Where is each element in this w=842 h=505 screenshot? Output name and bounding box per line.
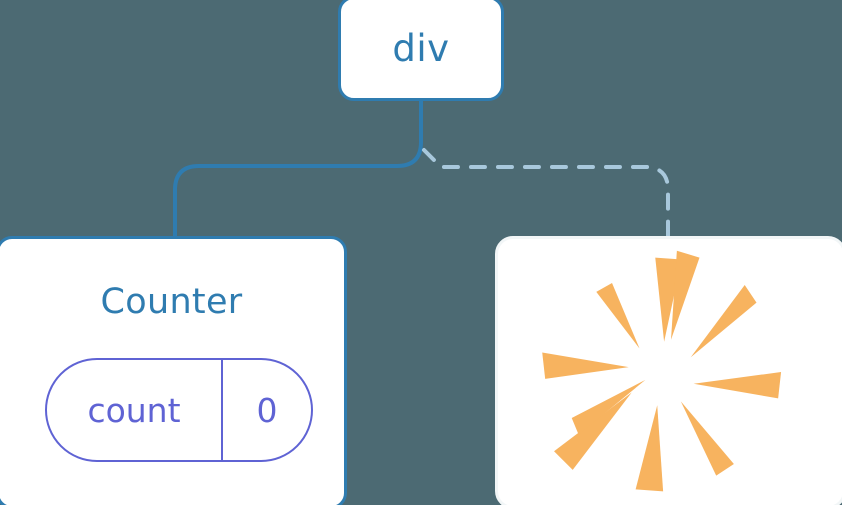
node-counter[interactable]: Counter count 0 (0, 236, 347, 505)
burst-spike (635, 405, 664, 492)
prop-value-label: 0 (256, 390, 278, 430)
node-counter-title: Counter (100, 282, 243, 322)
node-div-label: div (392, 27, 450, 70)
burst-icon (542, 250, 782, 492)
burst-spike (554, 392, 632, 470)
node-div[interactable]: div (338, 0, 504, 101)
edge-div-to-counter (173, 98, 423, 242)
burst-spike (690, 284, 757, 358)
prop-badge-count[interactable]: count 0 (45, 358, 313, 462)
burst-spike (670, 250, 700, 340)
burst-spike (596, 283, 640, 349)
node-rerender[interactable] (495, 236, 842, 505)
burst-spike (571, 379, 646, 435)
burst-spike (542, 352, 629, 379)
edge-div-to-rerender (422, 148, 670, 242)
burst-spike (680, 401, 734, 476)
prop-key-label: count (47, 360, 223, 460)
burst-spike (693, 372, 782, 399)
